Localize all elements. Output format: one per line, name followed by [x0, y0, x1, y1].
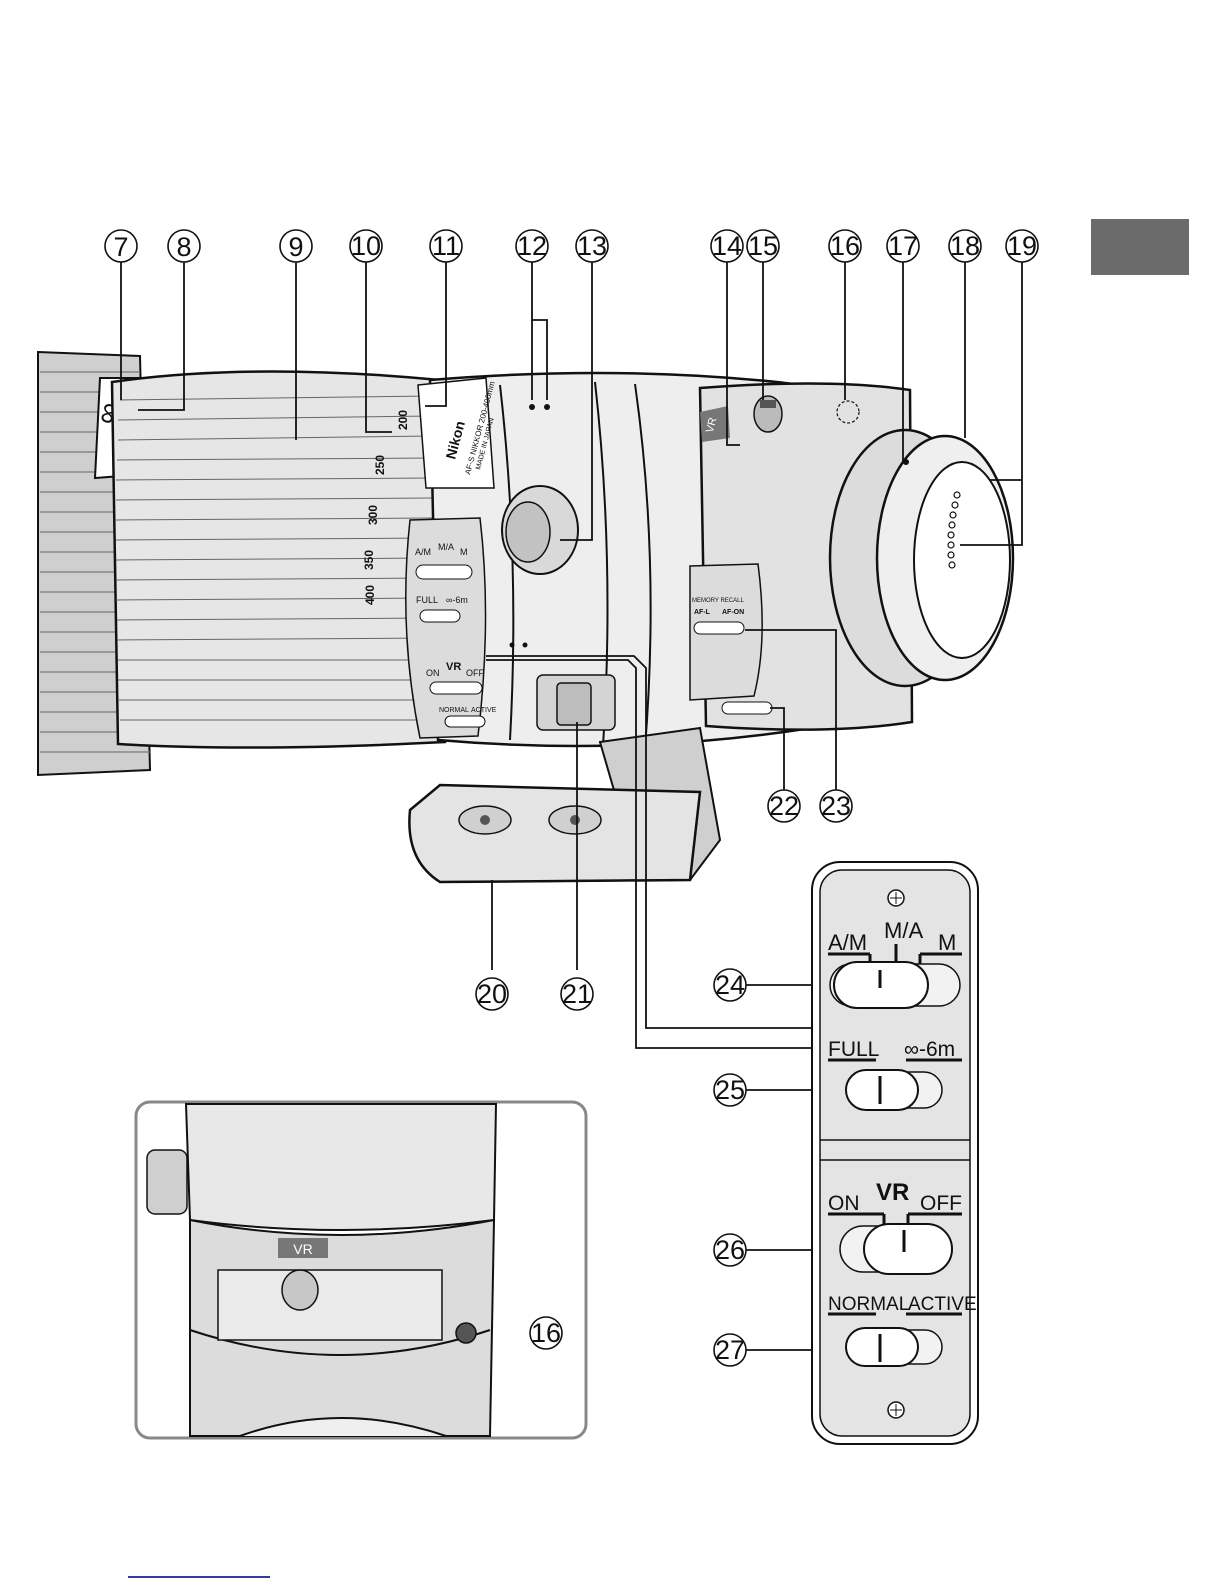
callout-22: 22: [768, 790, 800, 822]
focal-300: 300: [366, 505, 380, 525]
callout-7: 7: [105, 230, 137, 262]
svg-text:8: 8: [176, 232, 191, 262]
svg-text:12: 12: [517, 231, 547, 261]
small-af-l: AF-L: [694, 609, 711, 616]
svg-text:24: 24: [715, 970, 745, 1000]
lens-body: ∞ 200 250 300 350 400 Nikon AF-S NIKKOR …: [38, 352, 1013, 882]
index-dot-2: [544, 404, 550, 410]
callout-25: 25: [714, 1074, 746, 1106]
svg-text:19: 19: [1007, 231, 1037, 261]
callout-20: 20: [476, 978, 508, 1010]
focal-350: 350: [362, 550, 376, 570]
vr-title: VR: [876, 1179, 909, 1206]
callout-21: 21: [561, 978, 593, 1010]
focal-400: 400: [363, 585, 377, 605]
panel-screw-top: [888, 890, 904, 906]
svg-text:15: 15: [748, 231, 778, 261]
small-memory-recall: MEMORY RECALL: [692, 598, 744, 604]
callout-16: 16: [829, 230, 861, 262]
small-on: ON: [426, 668, 440, 678]
svg-text:7: 7: [113, 232, 128, 262]
svg-text:26: 26: [715, 1235, 745, 1265]
callout-23: 23: [820, 790, 852, 822]
switch-panel-detail: A/M M/A M FULL ∞-6m VR ON OFF: [812, 862, 978, 1444]
callout-11: 11: [430, 230, 462, 262]
svg-text:14: 14: [712, 231, 742, 261]
vr-off-label: OFF: [920, 1192, 962, 1215]
callout-27: 27: [714, 1334, 746, 1366]
callout-10: 10: [350, 230, 382, 262]
inset-panel: VR 16: [136, 1102, 586, 1438]
index-dot-1: [529, 404, 535, 410]
strap-eyelet: [537, 675, 615, 730]
callout-16-inset: 16: [530, 1317, 562, 1349]
small-vr: VR: [446, 661, 461, 673]
focus-full-label: FULL: [828, 1038, 879, 1061]
small-ma: M/A: [438, 542, 454, 552]
focal-250: 250: [373, 455, 387, 475]
svg-text:23: 23: [821, 791, 851, 821]
callout-24: 24: [714, 969, 746, 1001]
focal-200: 200: [396, 410, 410, 430]
svg-text:10: 10: [351, 231, 381, 261]
index-dot-4: [523, 643, 528, 648]
callout-18: 18: [949, 230, 981, 262]
svg-text:16: 16: [830, 231, 860, 261]
vr-badge: VR: [700, 406, 730, 442]
callout-14: 14: [711, 230, 743, 262]
small-normal: NORMAL: [439, 707, 469, 714]
small-af-on: AF-ON: [722, 609, 744, 616]
callout-17: 17: [887, 230, 919, 262]
vr-on-label: ON: [828, 1192, 860, 1215]
svg-text:9: 9: [288, 232, 303, 262]
small-inf: ∞-6m: [446, 595, 468, 605]
small-full: FULL: [416, 595, 438, 605]
callout-13: 13: [576, 230, 608, 262]
callout-15: 15: [747, 230, 779, 262]
svg-text:16: 16: [531, 1318, 561, 1348]
svg-text:25: 25: [715, 1075, 745, 1105]
svg-text:VR: VR: [293, 1241, 312, 1257]
small-active: ACTIVE: [471, 707, 497, 714]
lens-mount: [830, 430, 1013, 686]
focus-ma-label: M/A: [884, 918, 923, 943]
svg-text:21: 21: [562, 979, 592, 1009]
callout-8: 8: [168, 230, 200, 262]
index-dot-3: [510, 643, 515, 648]
callout-12: 12: [516, 230, 548, 262]
vr-normal-label: NORMAL: [828, 1294, 909, 1315]
focus-limit-label: ∞-6m: [904, 1038, 955, 1061]
svg-text:18: 18: [950, 231, 980, 261]
callout-9: 9: [280, 230, 312, 262]
callout-19: 19: [1006, 230, 1038, 262]
svg-text:17: 17: [888, 231, 918, 261]
small-am: A/M: [415, 547, 431, 557]
panel-screw-bottom: [888, 1402, 904, 1418]
svg-text:27: 27: [715, 1335, 745, 1365]
svg-text:13: 13: [577, 231, 607, 261]
callout-26: 26: [714, 1234, 746, 1266]
inset-vr-badge: VR: [278, 1238, 328, 1258]
svg-text:11: 11: [432, 231, 460, 261]
svg-text:20: 20: [477, 979, 507, 1009]
inset-tripod-socket: [456, 1323, 476, 1343]
vr-active-label: ACTIVE: [908, 1294, 977, 1315]
tripod-collar-knob: [502, 486, 578, 574]
small-off: OFF: [466, 668, 484, 678]
collar-lock-screw: [754, 396, 782, 432]
focus-m-label: M: [938, 930, 956, 955]
tripod-foot: [409, 728, 720, 882]
svg-text:22: 22: [769, 791, 799, 821]
focus-am-label: A/M: [828, 930, 867, 955]
footer-rule: [128, 1576, 270, 1578]
small-m: M: [460, 547, 468, 557]
